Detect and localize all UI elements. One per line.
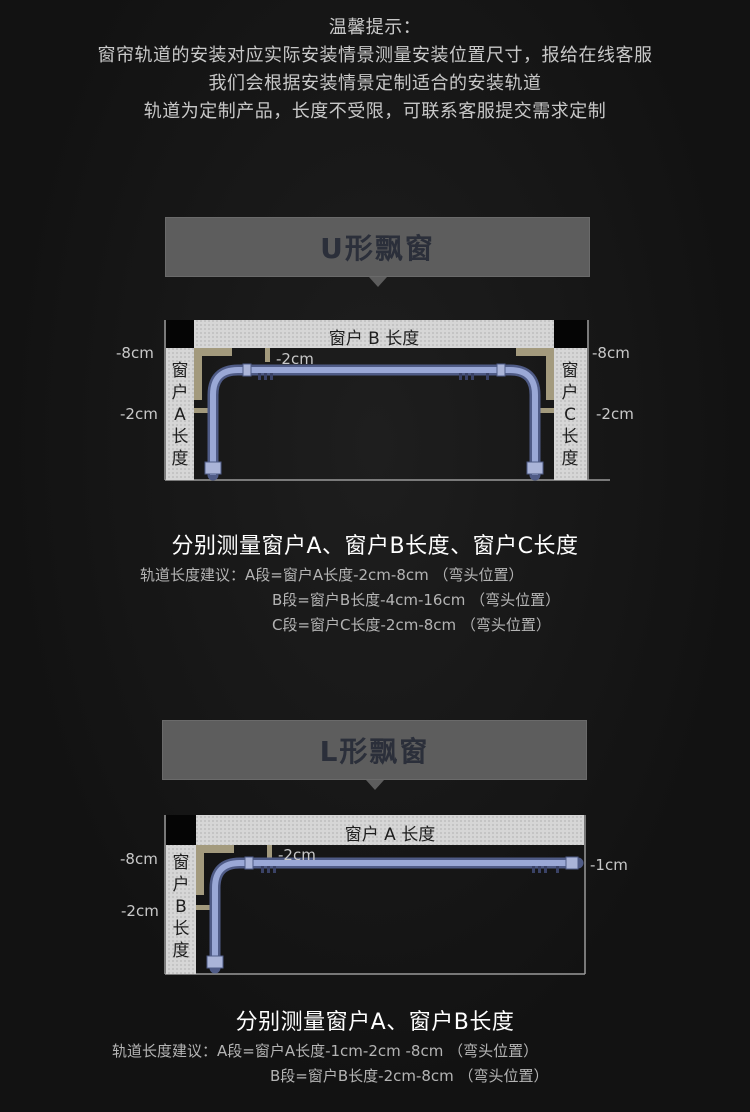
u-wall-a bbox=[166, 348, 194, 480]
u-bracket-right-corner bbox=[516, 348, 554, 400]
notice-line-1: 窗帘轨道的安装对应实际安装情景测量安装位置尺寸，报给在线客服 bbox=[97, 45, 653, 66]
l-wall-a bbox=[196, 815, 584, 845]
l-bracket-mid bbox=[196, 905, 210, 910]
u-wall-a-label: 窗户A长度 bbox=[166, 360, 194, 470]
u-rail-joint-1 bbox=[242, 363, 252, 377]
u-bracket-mid-left bbox=[194, 408, 208, 413]
l-banner-title: L形飘窗 bbox=[319, 735, 430, 768]
l-dim-top: -2cm bbox=[278, 846, 316, 864]
u-wall-c-text: 窗户C长度 bbox=[561, 361, 579, 469]
u-dim-left-top: -8cm bbox=[116, 344, 154, 362]
u-bracket-left-corner bbox=[194, 348, 232, 400]
l-rail-highlight bbox=[212, 860, 578, 968]
l-rail-runners bbox=[261, 866, 559, 873]
u-dim-right-top: -8cm bbox=[592, 344, 630, 362]
u-rail-end-right bbox=[526, 461, 544, 475]
u-rail-highlight bbox=[210, 367, 538, 475]
l-rail bbox=[209, 857, 584, 974]
u-dim-right-mid: -2cm bbox=[596, 405, 634, 423]
u-heading: 分别测量窗户A、窗户B长度、窗户C长度 bbox=[171, 534, 579, 559]
l-bracket-top bbox=[267, 845, 272, 859]
l-wall-b bbox=[166, 845, 196, 974]
l-rail-end-right bbox=[565, 856, 579, 870]
u-wall-a-text: 窗户A长度 bbox=[171, 361, 189, 469]
u-bracket-top-left bbox=[265, 348, 270, 362]
u-wall-c bbox=[554, 348, 587, 480]
u-rail-joint-2 bbox=[496, 363, 506, 377]
l-rail-end-left bbox=[206, 955, 224, 969]
l-heading: 分别测量窗户A、窗户B长度 bbox=[235, 1010, 515, 1035]
l-rail-joint-1 bbox=[244, 856, 254, 870]
l-banner-pointer bbox=[366, 780, 384, 790]
l-corner-left bbox=[166, 815, 196, 845]
notice-line-3: 轨道为定制产品，长度不受限，可联系客服提交需求定制 bbox=[143, 101, 607, 122]
l-dim-left-mid: -2cm bbox=[121, 902, 159, 920]
u-advice-3: C段=窗户C长度-2cm-8cm （弯头位置） bbox=[272, 616, 551, 634]
l-bracket-corner bbox=[196, 845, 234, 895]
u-wall-b-label: 窗户 B 长度 bbox=[328, 329, 420, 349]
l-advice-1: 轨道长度建议：A段=窗户A长度-1cm-2cm -8cm （弯头位置） bbox=[112, 1042, 539, 1060]
notice-line-2: 我们会根据安装情景定制适合的安装轨道 bbox=[208, 73, 542, 94]
notice-title: 温馨提示： bbox=[328, 17, 422, 38]
u-bracket-mid-right bbox=[540, 408, 554, 413]
u-dim-top: -2cm bbox=[276, 350, 314, 368]
u-advice-1: 轨道长度建议：A段=窗户A长度-2cm-8cm （弯头位置） bbox=[140, 566, 524, 584]
u-advice-2: B段=窗户B长度-4cm-16cm （弯头位置） bbox=[272, 591, 561, 609]
u-corner-right bbox=[554, 320, 587, 348]
u-wall-b bbox=[194, 320, 554, 348]
l-wall-a-label: 窗户 A 长度 bbox=[344, 825, 436, 845]
notice: 温馨提示： 窗帘轨道的安装对应实际安装情景测量安装位置尺寸，报给在线客服 我们会… bbox=[0, 14, 750, 126]
u-rail-runners bbox=[258, 373, 489, 380]
u-banner-title: U形飘窗 bbox=[320, 232, 435, 265]
l-wall-b-text: 窗户B长度 bbox=[172, 853, 190, 961]
l-advice-2: B段=窗户B长度-2cm-8cm （弯头位置） bbox=[270, 1067, 549, 1085]
u-wall-c-label: 窗户C长度 bbox=[556, 360, 584, 470]
u-window-banner: U形飘窗 bbox=[165, 217, 590, 277]
l-window-banner: L形飘窗 bbox=[162, 720, 587, 780]
l-dim-right: -1cm bbox=[590, 856, 628, 874]
u-dim-left-mid: -2cm bbox=[120, 405, 158, 423]
l-wall-b-label: 窗户B长度 bbox=[167, 852, 195, 962]
u-banner-pointer bbox=[369, 277, 387, 287]
u-corner-left bbox=[166, 320, 194, 348]
u-rail-end-left bbox=[204, 461, 222, 475]
l-dim-left-top: -8cm bbox=[120, 850, 158, 868]
